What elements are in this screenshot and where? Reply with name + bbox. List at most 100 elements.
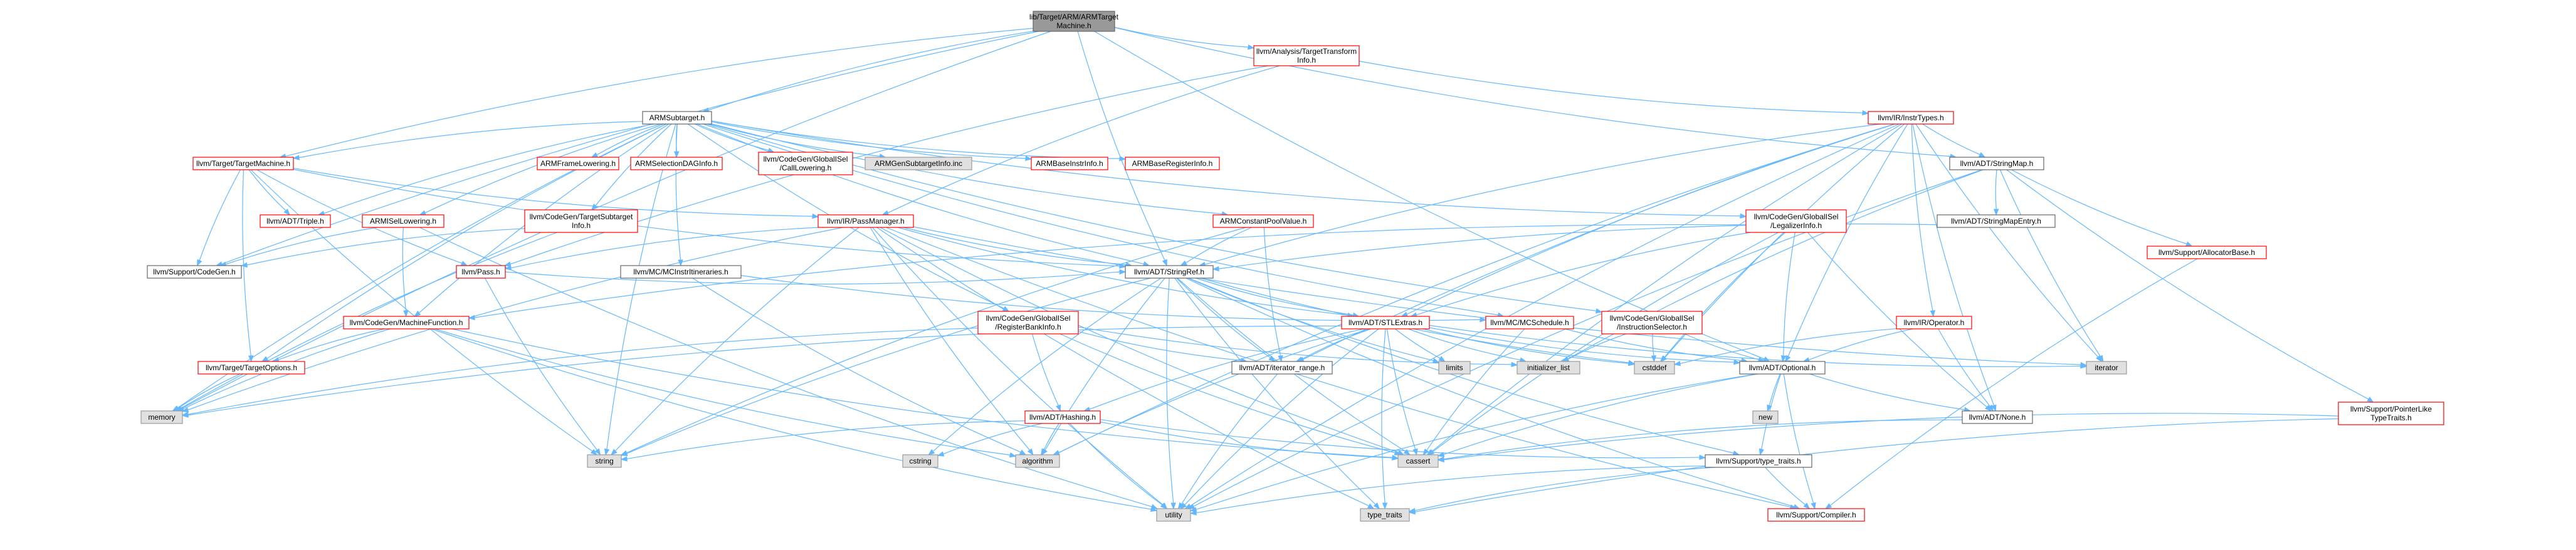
node-stringmapentry[interactable]: llvm/ADT/StringMapEntry.h: [1937, 214, 2056, 228]
node-label: llvm/MC/MCSchedule.h: [1490, 318, 1569, 327]
node-label: llvm/CodeGen/TargetSubtarget: [530, 212, 633, 221]
node-instructionselector[interactable]: llvm/CodeGen/GlobalISel/InstructionSelec…: [1601, 311, 1703, 335]
edge-stlextras-to-iteratorrange: [1295, 328, 1372, 362]
node-allocatorbase[interactable]: llvm/Support/AllocatorBase.h: [2147, 246, 2267, 259]
edge-machinefunction-to-targetoptions: [271, 328, 385, 363]
edge-arrowhead: [468, 314, 475, 321]
node-box: [1745, 209, 1847, 233]
edge-arrowhead: [1119, 155, 1127, 162]
node-instrtypes[interactable]: llvm/IR/InstrTypes.h: [1868, 111, 1954, 125]
node-baseinstrinfo[interactable]: ARMBaseInstrInfo.h: [1031, 157, 1108, 170]
node-label: llvm/Support/type_traits.h: [1716, 457, 1801, 465]
edge-arrowhead: [2098, 355, 2104, 363]
edge-legalizerinfo-to-machinefunction: [468, 224, 1747, 321]
node-label: iterator: [2095, 363, 2118, 372]
node-cassert: cassert: [1397, 454, 1439, 468]
node-label: llvm/IR/Operator.h: [1904, 318, 1965, 327]
edge-stlextras-to-optional: [1429, 327, 1741, 365]
node-machinefunction[interactable]: llvm/CodeGen/MachineFunction.h: [343, 316, 470, 329]
edge-arrowhead: [1785, 355, 1791, 363]
node-subtarget[interactable]: ARMSubtarget.h: [642, 111, 712, 125]
node-utility: utility: [1156, 508, 1191, 522]
node-targetmachine[interactable]: llvm/Target/TargetMachine.h: [192, 157, 294, 170]
edge-arrowhead: [1793, 504, 1801, 509]
node-box: [642, 111, 712, 125]
edge-subtarget-to-stringref: [697, 123, 1150, 267]
node-label: cassert: [1406, 457, 1431, 465]
edge-pointerlike-to-typetraits: [1408, 418, 2339, 515]
edge-arrowhead: [1367, 503, 1375, 509]
node-label: algorithm: [1022, 457, 1053, 465]
node-stlextras[interactable]: llvm/ADT/STLExtras.h: [1341, 316, 1430, 329]
node-framelowering[interactable]: ARMFrameLowering.h: [537, 157, 619, 170]
node-box: [260, 214, 331, 228]
edge-subtarget-to-targetoptions: [261, 123, 667, 362]
node-box: [902, 454, 938, 468]
edge-arrowhead: [1180, 260, 1187, 266]
node-label: /LegalizerInfo.h: [1770, 221, 1822, 230]
node-label: llvm/CodeGen/GlobalISel: [986, 314, 1071, 323]
node-label: llvm/ADT/STLExtras.h: [1348, 318, 1422, 327]
edge-passmanager-to-string: [610, 227, 860, 455]
edge-arrowhead: [1759, 448, 1764, 456]
node-codegen[interactable]: llvm/Support/CodeGen.h: [147, 265, 242, 279]
edge-stlextras-to-hashing: [1083, 328, 1365, 412]
edge-arrowhead: [1438, 356, 1446, 362]
node-targetoptions[interactable]: llvm/Target/TargetOptions.h: [197, 361, 305, 375]
node-seldaginfo[interactable]: ARMSelectionDAGInfo.h: [630, 157, 723, 170]
node-compiler[interactable]: llvm/Support/Compiler.h: [1767, 508, 1865, 522]
node-pass[interactable]: llvm/Pass.h: [456, 265, 506, 279]
edge-arrowhead: [261, 356, 269, 362]
edge-registerbankinfo-to-cassert: [1059, 333, 1402, 455]
node-label: ARMFrameLowering.h: [540, 159, 616, 168]
edge-arrowhead: [590, 449, 597, 455]
edge-isellowering-to-machinefunction: [402, 227, 409, 318]
node-registerbankinfo[interactable]: llvm/CodeGen/GlobalISel/RegisterBankInfo…: [977, 311, 1079, 335]
node-isellowering[interactable]: ARMISelLowering.h: [362, 214, 444, 228]
node-triple[interactable]: llvm/ADT/Triple.h: [260, 214, 331, 228]
edge-arrowhead: [172, 405, 180, 412]
edge-optional-to-utility: [1189, 373, 1757, 512]
node-none[interactable]: llvm/ADT/None.h: [1962, 410, 2033, 424]
node-box: [147, 265, 242, 279]
node-label: llvm/Target/TargetOptions.h: [206, 363, 297, 372]
node-iteratorrange[interactable]: llvm/ADT/iterator_range.h: [1231, 361, 1333, 375]
node-typetraitsh[interactable]: llvm/Support/type_traits.h: [1705, 454, 1812, 468]
node-mcitineraries[interactable]: llvm/MC/MCInstrItineraries.h: [620, 265, 742, 279]
edge-arrowhead: [1780, 355, 1787, 363]
node-operator[interactable]: llvm/IR/Operator.h: [1896, 316, 1972, 329]
node-label: llvm/IR/PassManager.h: [827, 217, 904, 226]
edge-pass-to-stringref: [505, 269, 1127, 285]
node-stringmap[interactable]: llvm/ADT/StringMap.h: [1949, 157, 2044, 170]
node-stringref[interactable]: llvm/ADT/StringRef.h: [1125, 265, 1214, 279]
edge-subtarget-to-legalizerinfo: [711, 120, 1747, 219]
node-label: llvm/CodeGen/GlobalISel: [1610, 314, 1695, 323]
edge-arrowhead: [1247, 44, 1255, 50]
edge-arrowhead: [1824, 503, 1832, 509]
node-optional[interactable]: llvm/ADT/Optional.h: [1739, 361, 1826, 375]
edge-hashing-to-cassert: [1100, 421, 1399, 461]
node-label: ARMSelectionDAGInfo.h: [635, 159, 718, 168]
node-mcschedule[interactable]: llvm/MC/MCSchedule.h: [1485, 316, 1574, 329]
edge-stlextras-to-memory: [181, 325, 1342, 418]
node-baseregisterinfo[interactable]: ARMBaseRegisterInfo.h: [1125, 157, 1220, 170]
edge-arrowhead: [240, 262, 248, 268]
node-legalizerinfo[interactable]: llvm/CodeGen/GlobalISel/LegalizerInfo.h: [1745, 209, 1847, 233]
node-passmanager[interactable]: llvm/IR/PassManager.h: [817, 214, 914, 228]
node-label: lib/Target/ARM/ARMTarget: [1029, 13, 1119, 21]
node-constantpool[interactable]: ARMConstantPoolValue.h: [1212, 214, 1314, 228]
edge-tti-to-instrtypes: [1359, 61, 1869, 116]
edge-stringmap-to-stringmapentry: [1993, 169, 1999, 216]
node-box: [1231, 361, 1333, 375]
edge-targetmachine-to-passmanager: [293, 167, 819, 219]
edge-passmanager-to-algorithm: [870, 227, 1034, 456]
node-calllowering[interactable]: llvm/CodeGen/GlobalISel/CallLowering.h: [758, 152, 853, 175]
edge-arrowhead: [1373, 502, 1380, 510]
edge-instructionselector-to-initializerlist: [1562, 333, 1626, 362]
node-cstddef: cstddef: [1634, 361, 1675, 375]
node-hashing[interactable]: llvm/ADT/Hashing.h: [1024, 410, 1101, 424]
